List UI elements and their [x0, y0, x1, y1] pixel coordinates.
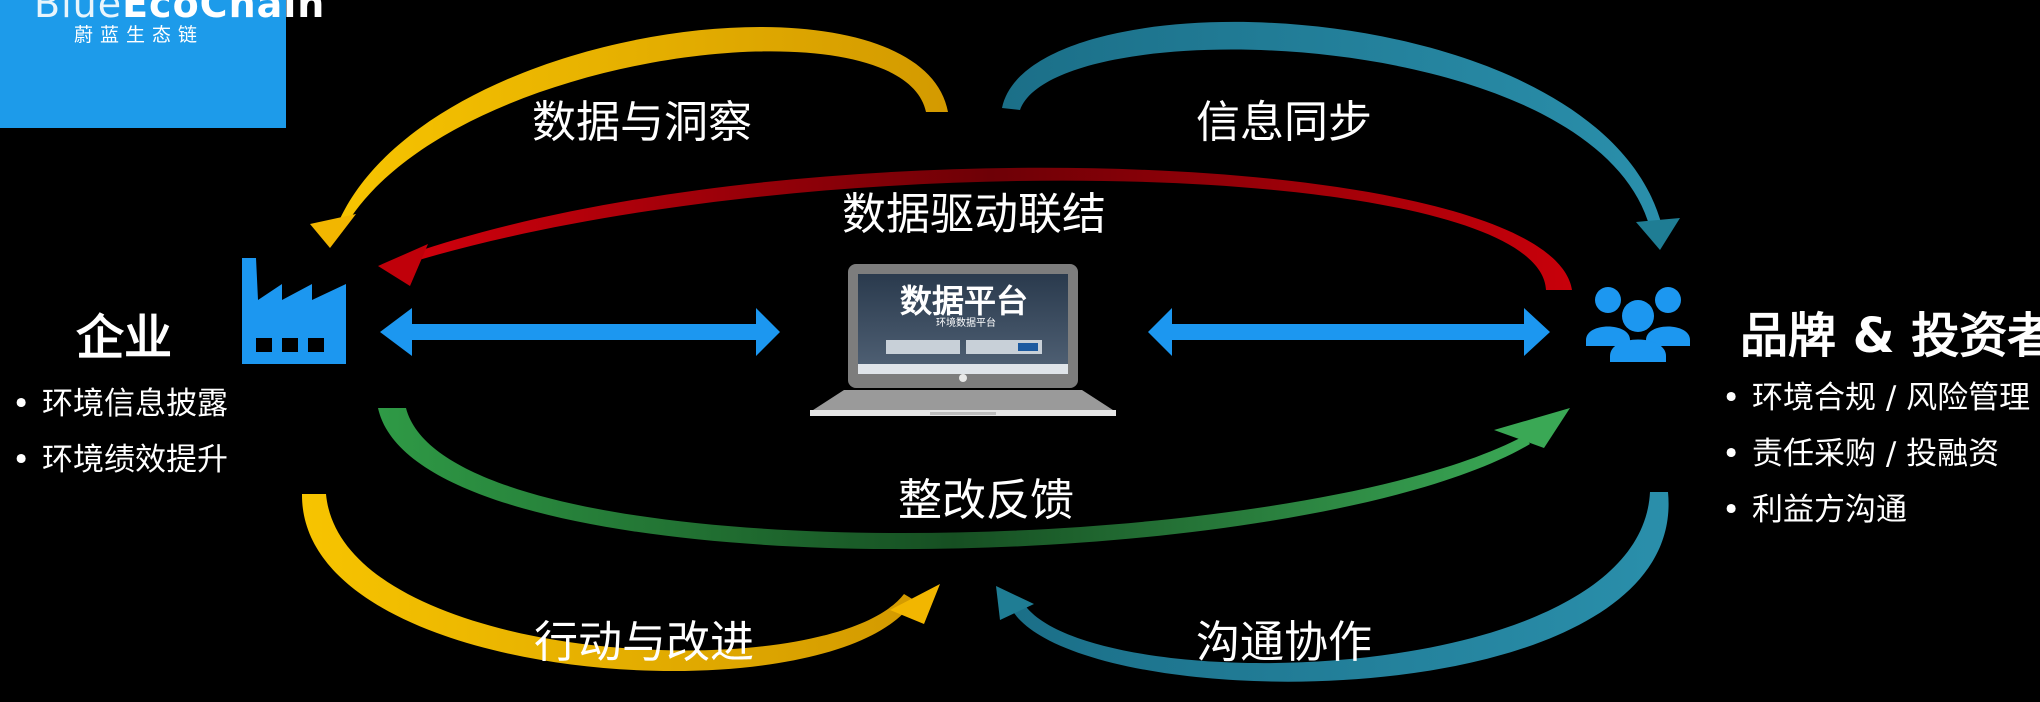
label-action-improve: 行动与改进 — [534, 617, 754, 668]
laptop-icon — [810, 264, 1116, 416]
list-item: 环境合规 / 风险管理 — [1722, 370, 2030, 426]
stakeholders-list: 环境合规 / 风险管理 责任采购 / 投融资 利益方沟通 — [1722, 370, 2030, 538]
logo-block: BlueEcoChain 蔚蓝生态链 — [0, 0, 324, 128]
arc-data-insight — [310, 27, 948, 248]
enterprise-title: 企业 — [76, 310, 173, 366]
list-item: 利益方沟通 — [1722, 482, 2030, 538]
arc-action-improve — [301, 494, 940, 672]
factory-icon — [242, 258, 346, 364]
people-icon — [1586, 287, 1690, 362]
arc-info-sync — [1002, 21, 1680, 250]
platform-screen-subtitle: 环境数据平台 — [936, 318, 996, 329]
label-communication: 沟通协作 — [1196, 617, 1372, 668]
list-item: 环境绩效提升 — [12, 432, 228, 488]
logo-brand: BlueEcoChain — [34, 0, 326, 26]
label-data-driven: 数据驱动联结 — [842, 189, 1106, 240]
platform-screen-title: 数据平台 — [900, 282, 1029, 320]
label-data-insight: 数据与洞察 — [532, 97, 752, 148]
stakeholders-title: 品牌 & 投资者 — [1740, 308, 2040, 364]
double-arrow-right — [1148, 308, 1550, 356]
arc-communication — [996, 492, 1669, 682]
arc-data-driven — [378, 167, 1572, 290]
label-feedback: 整改反馈 — [898, 475, 1074, 526]
logo-subtitle: 蔚蓝生态链 — [74, 24, 205, 46]
double-arrow-left — [380, 308, 780, 356]
enterprise-list: 环境信息披露 环境绩效提升 — [12, 376, 228, 488]
arc-feedback — [378, 408, 1570, 550]
list-item: 环境信息披露 — [12, 376, 228, 432]
label-info-sync: 信息同步 — [1196, 97, 1372, 148]
list-item: 责任采购 / 投融资 — [1722, 426, 2030, 482]
